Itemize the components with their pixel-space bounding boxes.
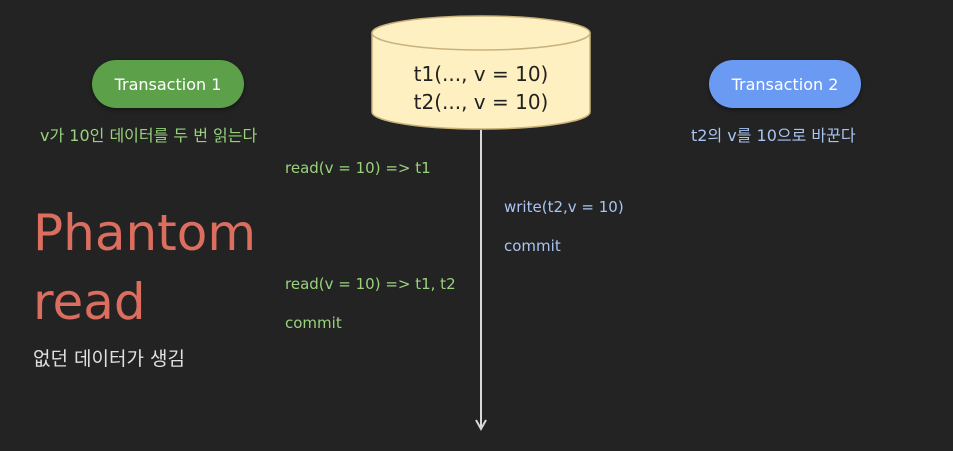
database-rows: t1(..., v = 10) t2(..., v = 10) (372, 60, 590, 116)
phenomenon-title-line-2: read (33, 273, 146, 331)
database-top (371, 15, 591, 51)
transaction-1-read-1: read(v = 10) => t1 (285, 159, 431, 177)
database-row-t1: t1(..., v = 10) (413, 62, 549, 86)
transaction-1-commit: commit (285, 314, 342, 332)
phenomenon-subtitle: 없던 데이터가 생김 (33, 348, 185, 370)
database-row-t2: t2(..., v = 10) (413, 90, 549, 114)
transaction-2-badge: Transaction 2 (709, 60, 861, 108)
phenomenon-title-line-1: Phantom (33, 204, 257, 262)
transaction-1-description: v가 10인 데이터를 두 번 읽는다 (40, 126, 258, 145)
transaction-1-read-2: read(v = 10) => t1, t2 (285, 275, 456, 293)
transaction-2-write: write(t2,v = 10) (504, 198, 624, 216)
database-body (371, 32, 591, 130)
transaction-1-badge: Transaction 1 (92, 60, 244, 108)
transaction-2-description: t2의 v를 10으로 바꾼다 (691, 126, 856, 145)
timeline-arrowhead (475, 419, 487, 432)
transaction-2-commit: commit (504, 237, 561, 255)
